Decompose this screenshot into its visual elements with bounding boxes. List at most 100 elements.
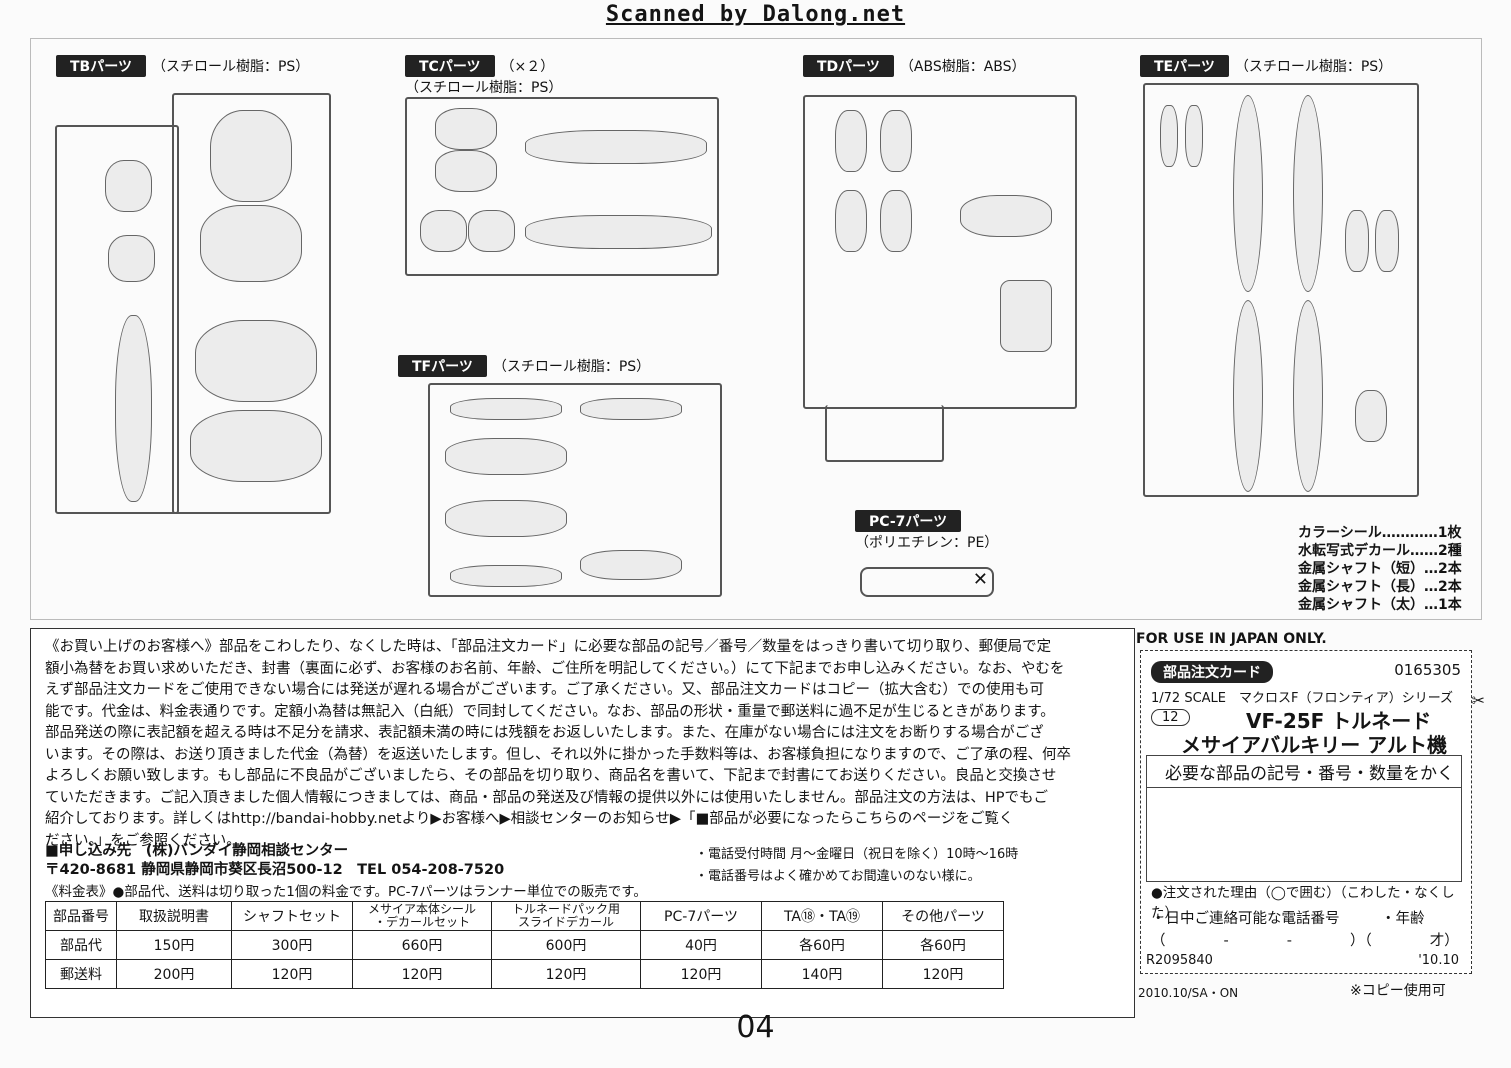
page-number: 04: [736, 1010, 775, 1045]
tf-part: [450, 565, 562, 587]
phone-hours: ・電話受付時間 月〜金曜日（祝日を除く）10時〜16時: [695, 847, 1019, 862]
te-part: [1233, 95, 1263, 292]
tc-parts-label: TCパーツ （×２） （スチロール樹脂：PS）: [405, 55, 562, 97]
tb-material: （スチロール樹脂：PS）: [151, 59, 310, 75]
tf-part: [445, 500, 567, 537]
td-material: （ABS樹脂：ABS）: [899, 59, 1026, 75]
te-part: [1233, 300, 1263, 492]
accessory-item: 水転写式デカール……2種: [1298, 543, 1462, 559]
td-part: [880, 190, 912, 252]
fee-header-cell: PC-7パーツ: [640, 901, 762, 931]
tb-parts-label: TBパーツ （スチロール樹脂：PS）: [56, 55, 309, 77]
tb-part: [105, 160, 152, 212]
order-reason[interactable]: ●注文された理由（◯で囲む）（こわした・なくした）: [1151, 885, 1455, 921]
tb-part: [200, 205, 302, 282]
age-label: ・年齢: [1381, 911, 1425, 927]
te-part: [1355, 390, 1387, 442]
fee-header-cell: トルネードパック用スライドデカール: [491, 901, 641, 931]
fee-cell: 150円: [116, 930, 232, 960]
notice-line: 紹介しております。詳しくはhttp://bandai-hobby.netより▶お…: [45, 811, 1014, 827]
fee-header-cell: その他パーツ: [882, 901, 1004, 931]
pc7-sprue: ✕: [860, 567, 994, 597]
fee-table: 部品番号 取扱説明書 シャフトセット メサイア本体シール・デカールセット トルネ…: [45, 901, 1004, 989]
card-title1: VF-25F トルネード: [1246, 709, 1432, 733]
td-parts-label: TDパーツ （ABS樹脂：ABS）: [803, 55, 1026, 77]
tc-sprue: [405, 97, 719, 276]
notice-line: ていただきます。ご記入頂きました個人情報につきましては、商品・部品の発送及び情報…: [45, 789, 1049, 806]
fee-cell: 300円: [231, 930, 353, 960]
tf-tag: TFパーツ: [398, 355, 487, 377]
fee-cell: 120円: [640, 959, 762, 989]
fee-cell: 各60円: [882, 930, 1004, 960]
notice-line: 部品発送の際に表記額を超える時は不足分を請求、表記額未満の時には残額をお返しいた…: [45, 725, 1044, 741]
tb-part: [115, 315, 152, 502]
td-part: [1000, 280, 1052, 352]
fee-cell: 120円: [882, 959, 1004, 989]
tb-part: [108, 235, 155, 282]
tb-part: [195, 320, 317, 402]
td-part: [835, 190, 867, 252]
tb-sprue-right: [172, 93, 331, 514]
td-part: [835, 110, 867, 172]
fee-cell: 600円: [491, 930, 641, 960]
notice-text: 《お買い上げのお客様へ》部品をこわしたり、なくした時は、「部品注文カード」に必要…: [45, 637, 1125, 852]
te-sprue: [1143, 83, 1419, 497]
tc-part: [525, 215, 712, 249]
fee-header-cell: TA⑱・TA⑲: [761, 901, 883, 931]
fee-header-cell: 取扱説明書: [116, 901, 232, 931]
tf-parts-label: TFパーツ（スチロール樹脂：PS）: [398, 355, 650, 377]
fee-header-cell: 部品番号: [45, 901, 117, 931]
td-sprue-tab: [825, 405, 944, 462]
phone-age-field[interactable]: （ - - ）（ 才）: [1151, 933, 1459, 949]
fee-table-row: 郵送料 200円 120円 120円 120円 120円 140円 120円: [45, 959, 1004, 989]
te-part: [1345, 210, 1369, 272]
fee-header-cell: メサイア本体シール・デカールセット: [352, 901, 492, 931]
japan-only-note: FOR USE IN JAPAN ONLY.: [1136, 631, 1327, 647]
parts-order-card[interactable]: 部品注文カード 0165305 1/72 SCALE マクロスF（フロンティア）…: [1140, 650, 1485, 974]
notice-line: 能です。代金は、料金表通りです。定額小為替は無記入（白紙）で同封してください。な…: [45, 703, 1055, 720]
te-part: [1293, 300, 1323, 492]
notice-line: 《お買い上げのお客様へ》部品をこわしたり、なくした時は、「部品注文カード」に必要…: [45, 639, 1052, 655]
print-code: 2010.10/SA・ON: [1138, 986, 1239, 1000]
td-tag: TDパーツ: [803, 55, 894, 77]
notice-line: ださい。」をご参照ください。: [45, 832, 241, 849]
fee-table-header: 部品番号 取扱説明書 シャフトセット メサイア本体シール・デカールセット トルネ…: [45, 901, 1004, 931]
te-part: [1160, 105, 1178, 167]
te-part: [1293, 95, 1323, 292]
td-part: [960, 195, 1052, 237]
notice-line: えず部品注文カードをご使用できない場合には発送が遅れる場合がございます。ご了承く…: [45, 682, 1045, 698]
fee-note: 《料金表》●部品代、送料は切り取った1個の料金です。PC-7パーツはランナー単位…: [45, 884, 647, 900]
tc-part: [435, 108, 497, 150]
tf-part: [445, 438, 567, 475]
tb-tag: TBパーツ: [56, 55, 146, 77]
pc7-parts-label: PC-7パーツ （ポリエチレン：PE）: [855, 510, 998, 552]
fee-cell: 120円: [491, 959, 641, 989]
tc-part: [420, 210, 467, 252]
fee-cell: 200円: [116, 959, 232, 989]
phone-check: ・電話番号はよく確かめてお間違いのない様に。: [695, 869, 981, 884]
order-notice-box: 《お買い上げのお客様へ》部品をこわしたり、なくした時は、「部品注文カード」に必要…: [30, 628, 1135, 1018]
card-ref: R2095840: [1146, 953, 1213, 968]
x-mark-icon: ✕: [972, 569, 988, 590]
card-number: 12: [1151, 709, 1190, 726]
tc-part: [525, 130, 707, 164]
tc-part: [468, 210, 515, 252]
parts-diagram-area: [30, 38, 1482, 620]
card-series: 1/72 SCALE マクロスF（フロンティア）シリーズ: [1151, 691, 1454, 706]
card-tag: 部品注文カード: [1151, 661, 1273, 683]
fee-table-row: 部品代 150円 300円 660円 600円 40円 各60円 各60円: [45, 930, 1004, 960]
tc-tag: TCパーツ: [405, 55, 495, 77]
phone-label: ・日中ご連絡可能な電話番号: [1151, 911, 1340, 927]
contact-address: 〒420-8681 静岡県静岡市葵区長沼500-12 TEL 054-208-7…: [45, 862, 505, 878]
te-part: [1185, 105, 1203, 167]
tf-part: [580, 550, 682, 580]
parts-request-field[interactable]: 必要な部品の記号・番号・数量をかく: [1146, 755, 1462, 882]
te-tag: TEパーツ: [1140, 55, 1229, 77]
accessory-item: カラーシール…………1枚: [1298, 525, 1462, 541]
tc-material: （スチロール樹脂：PS）: [405, 80, 563, 96]
fee-cell: 各60円: [761, 930, 883, 960]
tc-qty: （×２）: [500, 59, 555, 75]
pc7-tag: PC-7パーツ: [855, 510, 962, 532]
tb-sprue-left: [55, 125, 179, 514]
tf-sprue: [428, 383, 722, 597]
